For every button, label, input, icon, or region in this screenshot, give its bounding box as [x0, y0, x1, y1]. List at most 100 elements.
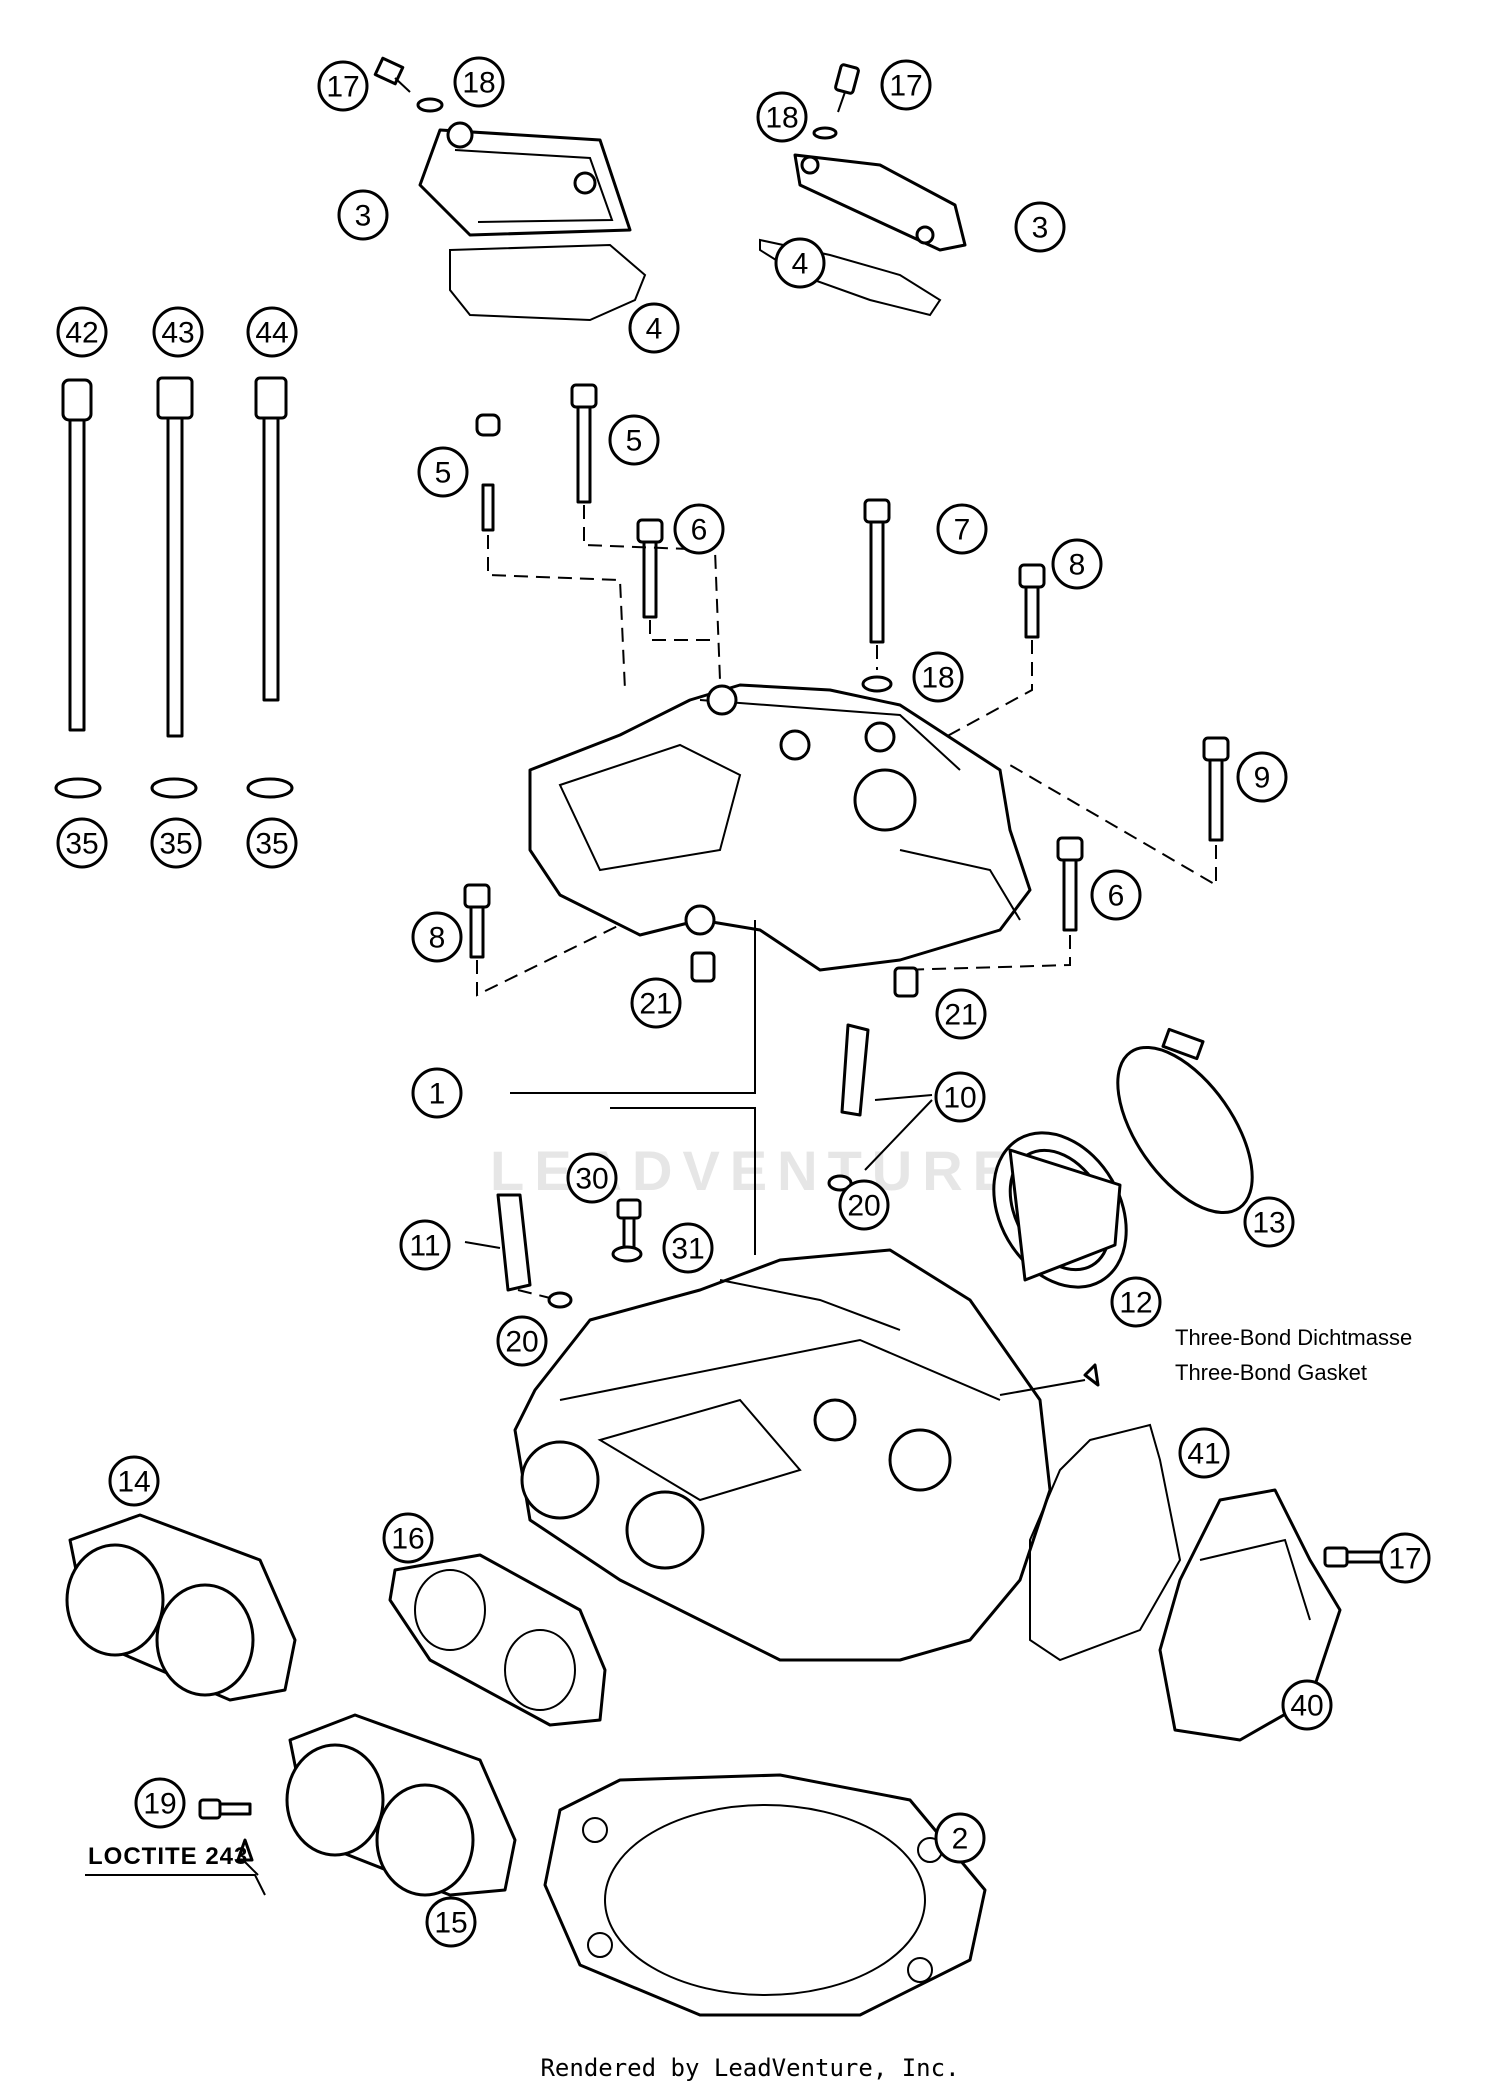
callout-40: 40: [1281, 1679, 1333, 1731]
callout-5: 5: [417, 446, 469, 498]
callout-6: 6: [673, 503, 725, 555]
screw-5-long: [570, 383, 598, 504]
o-ring-20-right: [827, 1174, 853, 1192]
callout-44: 44: [246, 306, 298, 358]
callout-35: 35: [56, 817, 108, 869]
threebond-drop: [1083, 1363, 1100, 1387]
callout-11: 11: [399, 1219, 451, 1271]
dowel-21-right: [893, 966, 919, 998]
washer-31: [611, 1245, 643, 1263]
cylinder-head: [513, 1248, 1052, 1662]
callout-17: 17: [317, 60, 369, 112]
callout-13: 13: [1243, 1196, 1295, 1248]
callout-label: 18: [921, 662, 954, 695]
callout-20: 20: [838, 1179, 890, 1231]
hose-clamp-13: [1116, 1027, 1254, 1215]
callout-label: 18: [765, 102, 798, 135]
callout-8: 8: [1051, 538, 1103, 590]
callout-label: 14: [117, 1466, 150, 1499]
screw-8-left: [463, 883, 491, 959]
callout-18: 18: [453, 56, 505, 108]
screw-6-lower: [1056, 836, 1084, 932]
valve-cover-left: [418, 121, 632, 237]
callout-label: 9: [1254, 762, 1271, 795]
dowel-21-left: [690, 951, 716, 983]
callout-label: 5: [435, 457, 452, 490]
head-gasket-2: [543, 1773, 987, 2017]
footer-credit: Rendered by LeadVenture, Inc.: [540, 2054, 960, 2082]
callout-2: 2: [934, 1812, 986, 1864]
stud-42: [61, 378, 93, 732]
callout-label: 17: [1388, 1543, 1421, 1576]
timing-cover-gasket-41: [1029, 1423, 1182, 1662]
callout-3: 3: [1014, 201, 1066, 253]
callout-19: 19: [134, 1777, 186, 1829]
callout-label: 44: [255, 317, 288, 350]
screw-5-short-thread: [481, 483, 495, 532]
callout-label: 42: [65, 317, 98, 350]
callout-label: 30: [575, 1163, 608, 1196]
bolt-19: [198, 1798, 252, 1820]
callout-label: 5: [626, 425, 643, 458]
screw-7: [863, 498, 891, 644]
callout-31: 31: [662, 1222, 714, 1274]
callout-18: 18: [756, 91, 808, 143]
callout-label: 20: [847, 1190, 880, 1223]
callout-4: 4: [628, 302, 680, 354]
valve-guide-10: [840, 1023, 870, 1117]
washer-18-right: [812, 126, 838, 140]
callout-label: 11: [409, 1230, 440, 1263]
callout-label: 16: [391, 1523, 424, 1556]
screw-5-short: [475, 413, 501, 437]
callout-9: 9: [1236, 751, 1288, 803]
bolt-17-right: [834, 63, 860, 113]
exhaust-gasket-16: [388, 1553, 607, 1727]
callout-6: 6: [1090, 869, 1142, 921]
callout-label: 4: [792, 248, 809, 281]
callout-42: 42: [56, 306, 108, 358]
callout-20: 20: [496, 1315, 548, 1367]
callout-17: 17: [1379, 1532, 1431, 1584]
o-ring-20-left: [547, 1291, 573, 1309]
stud-43: [156, 376, 194, 738]
screw-6-upper: [636, 518, 664, 619]
valve-cover-gasket-left: [449, 243, 647, 322]
callout-label: 15: [434, 1907, 467, 1940]
callout-label: 41: [1187, 1438, 1220, 1471]
callout-label: 8: [429, 922, 446, 955]
bolt-17-left: [373, 56, 411, 93]
screw-8-right: [1018, 563, 1046, 639]
valve-cover-gasket-right: [759, 238, 942, 317]
screw-9: [1202, 736, 1230, 842]
callout-12: 12: [1110, 1276, 1162, 1328]
timing-cover-40: [1158, 1488, 1342, 1742]
callout-label: 35: [65, 828, 98, 861]
screw-30: [616, 1198, 642, 1250]
exhaust-flange-14: [65, 1513, 297, 1702]
callout-label: 3: [355, 200, 372, 233]
callout-label: 35: [159, 828, 192, 861]
callout-30: 30: [566, 1152, 618, 1204]
washer-18-left: [416, 97, 444, 113]
callout-41: 41: [1178, 1427, 1230, 1479]
washer-18-center: [861, 675, 893, 693]
callout-1: 1: [411, 1067, 463, 1119]
callout-label: 21: [944, 999, 977, 1032]
callout-label: 35: [255, 828, 288, 861]
valve-cover-right: [793, 153, 967, 252]
bolt-17-cover: [1323, 1546, 1387, 1568]
threebond-leader: [999, 1379, 1086, 1396]
threebond-note-german: Three-Bond Dichtmasse: [1175, 1325, 1413, 1350]
callout-label: 40: [1290, 1690, 1323, 1723]
callout-8: 8: [411, 911, 463, 963]
callout-label: 3: [1032, 212, 1049, 245]
callout-label: 8: [1069, 549, 1086, 582]
callout-15: 15: [425, 1896, 477, 1948]
callout-label: 13: [1252, 1207, 1285, 1240]
callout-label: 7: [954, 514, 971, 547]
callout-35: 35: [150, 817, 202, 869]
camshaft-carrier: [528, 683, 1032, 972]
callout-label: 17: [326, 71, 359, 104]
